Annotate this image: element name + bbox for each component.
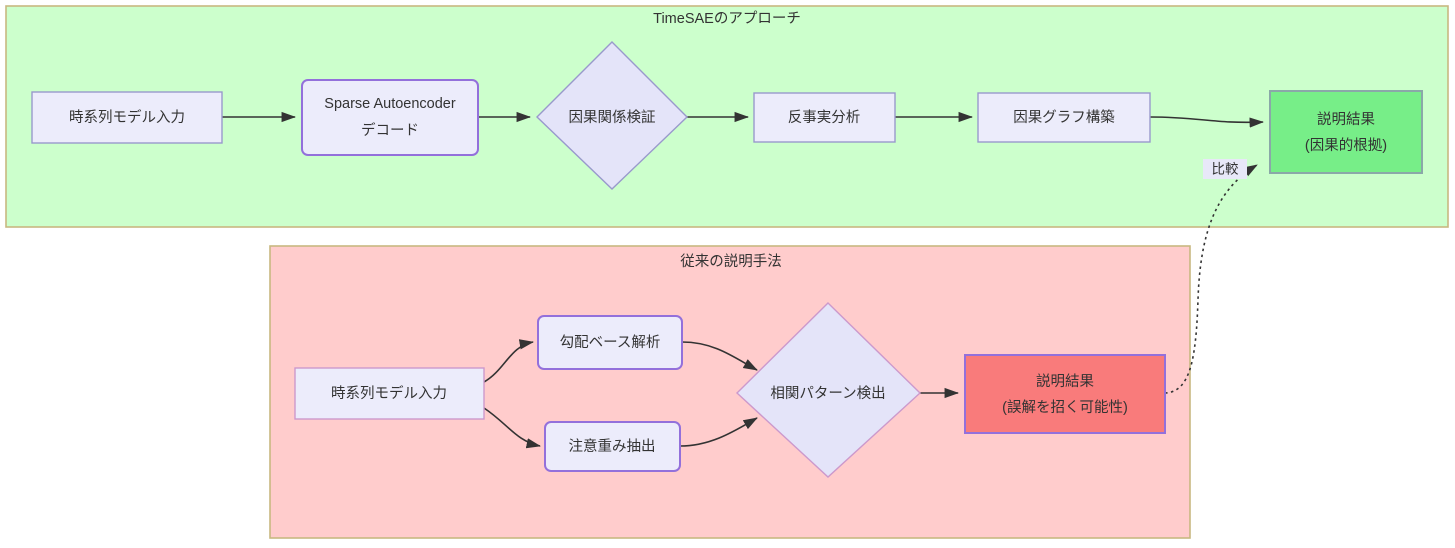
node-input-top-rect[interactable] [31,91,223,144]
node-gradient-analysis-label: 勾配ベース解析 [560,334,661,351]
node-causal-check-diamond[interactable] [535,41,689,190]
node-attention-weights-label: 注意重み抽出 [569,437,656,455]
cluster-conventional-title: 従来の説明手法 [680,253,782,270]
node-sparse-autoencoder-label-line1: Sparse Autoencoder [324,96,456,112]
edge-attention-to-correlation [679,417,758,447]
node-counterfactual[interactable]: 反事実分析 [753,92,896,143]
node-attention-weights-rect[interactable] [544,421,681,472]
node-causal-check[interactable]: 因果関係検証 [535,41,689,190]
node-result-misleading-rect[interactable] [964,354,1166,434]
node-causal-graph-label: 因果グラフ構築 [1013,108,1115,126]
edge-gradient-to-correlation [681,341,758,371]
node-correlation-detect[interactable]: 相関パターン検出 [735,302,922,478]
edges-top [222,111,1264,128]
node-causal-graph[interactable]: 因果グラフ構築 [977,92,1151,143]
node-input-bottom-rect[interactable] [294,367,485,420]
edge-inputbottom-to-attention [483,407,541,449]
node-input-bottom[interactable]: 時系列モデル入力 [294,367,485,420]
node-causal-check-label: 因果関係検証 [569,109,656,126]
node-counterfactual-label: 反事実分析 [788,109,861,126]
node-result-causal-rect[interactable] [1269,90,1423,174]
node-counterfactual-rect[interactable] [753,92,896,143]
node-result-causal[interactable]: 説明結果 (因果的根拠) [1269,90,1423,174]
node-input-top-label: 時系列モデル入力 [69,108,185,126]
edges-bottom [483,339,959,449]
node-sparse-autoencoder[interactable]: Sparse Autoencoder デコード [301,79,479,156]
node-gradient-analysis-rect[interactable] [537,315,683,370]
node-sparse-autoencoder-rect[interactable] [301,79,479,156]
node-result-misleading-label-line2: (誤解を招く可能性) [1002,399,1128,416]
edge-comparison-label-bg [1203,159,1247,179]
node-causal-graph-rect[interactable] [977,92,1151,143]
node-result-causal-label-line2: (因果的根拠) [1305,137,1387,154]
node-result-causal-label-line1: 説明結果 [1317,111,1375,128]
edge-comparison: 比較 [1164,159,1258,394]
edge-causalgraph-to-result [1149,116,1264,128]
node-result-misleading-label-line1: 説明結果 [1036,373,1094,390]
edge-inputbottom-to-gradient [483,339,534,383]
node-correlation-detect-diamond[interactable] [735,302,922,478]
cluster-timesae-title: TimeSAEのアプローチ [653,10,801,27]
node-attention-weights[interactable]: 注意重み抽出 [544,421,681,472]
node-result-misleading[interactable]: 説明結果 (誤解を招く可能性) [964,354,1166,434]
node-correlation-detect-label: 相関パターン検出 [770,385,885,402]
node-sparse-autoencoder-label-line2: デコード [361,121,419,139]
node-gradient-analysis[interactable]: 勾配ベース解析 [537,315,683,370]
node-input-top[interactable]: 時系列モデル入力 [31,91,223,144]
edge-comparison-label: 比較 [1212,162,1240,177]
node-input-bottom-label: 時系列モデル入力 [331,384,447,402]
